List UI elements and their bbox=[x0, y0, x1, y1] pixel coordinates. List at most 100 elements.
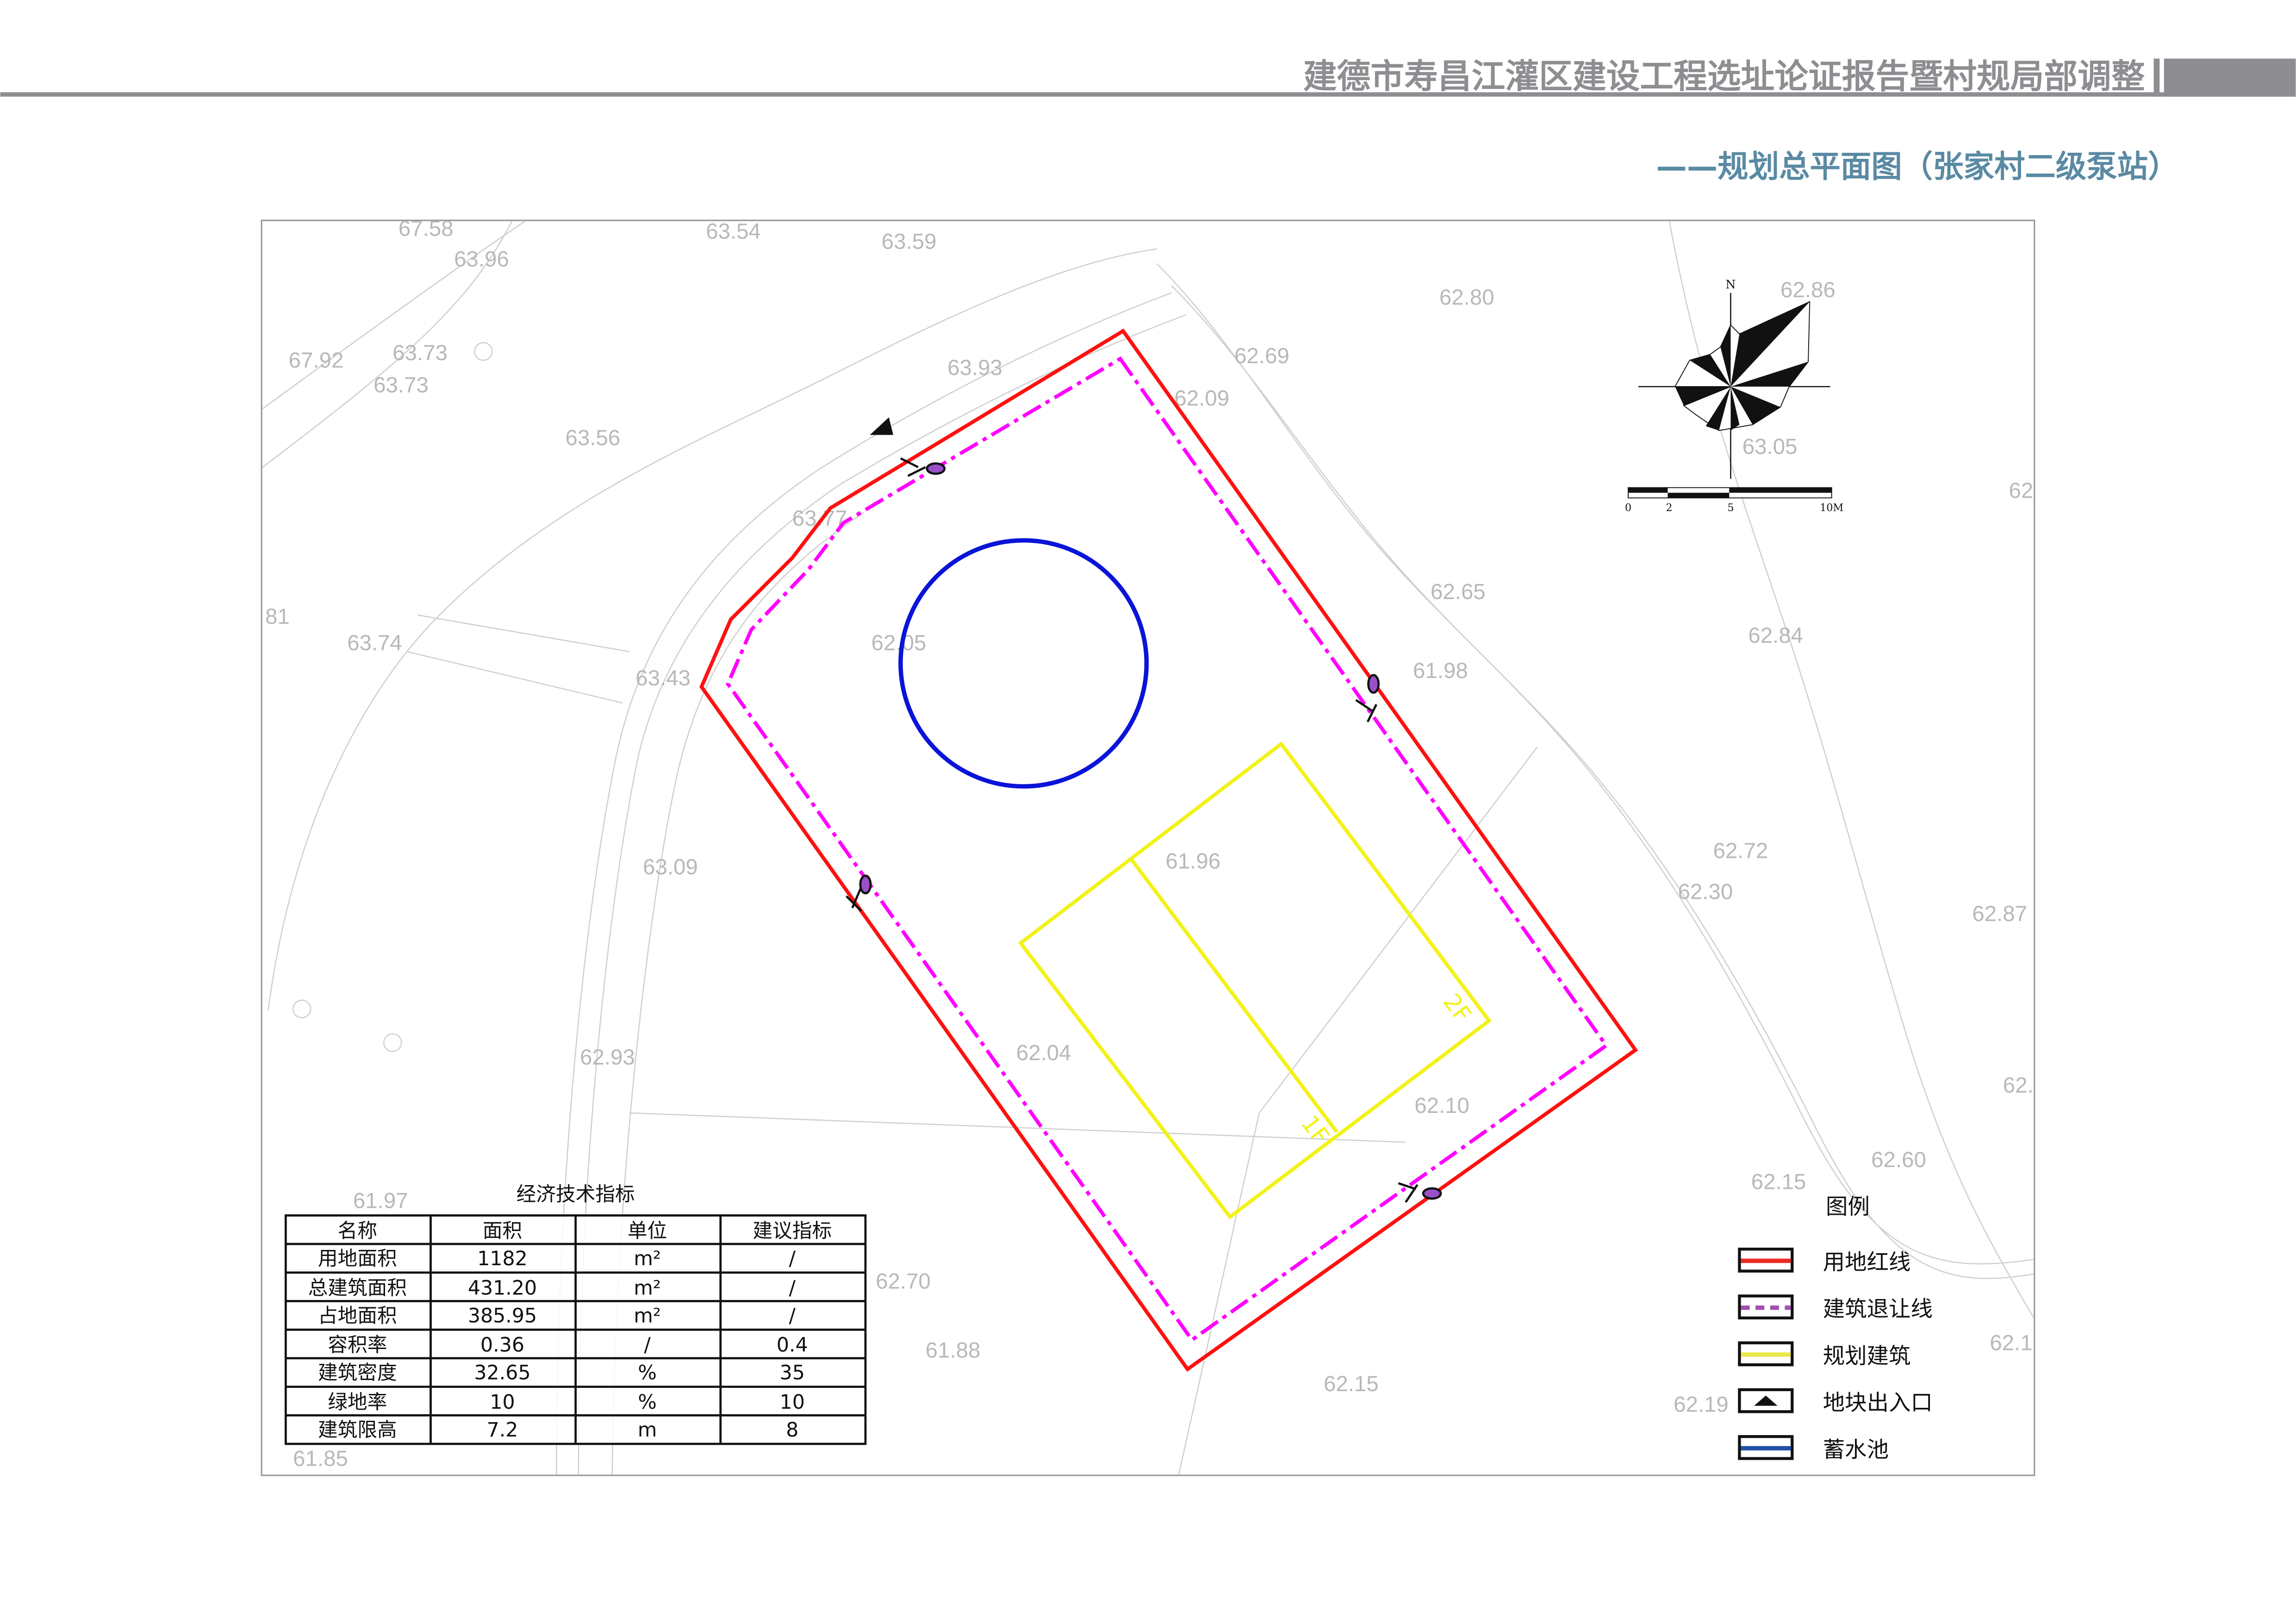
elevation-label: 62.04 bbox=[1016, 1041, 1071, 1065]
elevation-label: 62.69 bbox=[1234, 344, 1289, 368]
elevation-label: 62.09 bbox=[1174, 386, 1229, 411]
table-row: 绿地率 10 % 10 bbox=[328, 1391, 805, 1414]
elevation-label: 62.05 bbox=[871, 631, 927, 655]
table-row: 用地面积 1182 m² / bbox=[318, 1247, 796, 1270]
table-cell: m² bbox=[634, 1276, 661, 1299]
table-header-row: 名称 面积 单位 建议指标 bbox=[338, 1219, 832, 1243]
elevation-label: 62.65 bbox=[1431, 580, 1486, 604]
scale-tick: 5 bbox=[1727, 502, 1734, 514]
table-cell: 32.65 bbox=[474, 1362, 530, 1385]
legend-item-planned-building: 规划建筑 bbox=[1738, 1341, 1911, 1369]
elevation-label: 61.97 bbox=[353, 1189, 408, 1213]
elevation-label: 63.54 bbox=[706, 219, 761, 244]
elevation-label: 81 bbox=[265, 605, 290, 629]
elevation-label: 63.43 bbox=[635, 666, 691, 690]
elevation-label: 62.1 bbox=[1990, 1330, 2032, 1355]
elevation-label: 63.74 bbox=[347, 631, 402, 655]
header-rule bbox=[0, 92, 2296, 97]
elevation-label: 62.84 bbox=[1748, 624, 1803, 648]
legend-label: 蓄水池 bbox=[1823, 1437, 1889, 1462]
elevation-label: 62.30 bbox=[1678, 880, 1733, 904]
table-header: 面积 bbox=[483, 1219, 522, 1243]
elevation-label: 62.15 bbox=[1751, 1170, 1806, 1194]
elevation-label: 62.19 bbox=[1674, 1392, 1729, 1417]
economic-indicators-table: 经济技术指标 名称 面积 单位 建议指标 用地面积 1182 m² / 总建筑面… bbox=[284, 1183, 867, 1445]
table-cell: m² bbox=[634, 1304, 661, 1327]
table-header: 单位 bbox=[628, 1219, 667, 1243]
elevation-label: 61.85 bbox=[293, 1446, 348, 1471]
table-cell: 8 bbox=[786, 1418, 798, 1442]
legend: 图例 用地红线 建筑退让线 规划建筑 地块出入口 蓄水池 bbox=[1738, 1194, 1933, 1462]
elevation-label: 62. bbox=[2003, 1073, 2034, 1098]
elevation-label: 62.86 bbox=[1780, 278, 1836, 302]
elevation-label: 63.56 bbox=[566, 426, 621, 450]
table-cell: / bbox=[789, 1276, 796, 1299]
legend-item-reservoir: 蓄水池 bbox=[1738, 1435, 1889, 1462]
table-cell: 建筑限高 bbox=[318, 1418, 397, 1442]
table-cell: % bbox=[638, 1391, 657, 1414]
legend-label: 规划建筑 bbox=[1823, 1343, 1911, 1369]
legend-label: 用地红线 bbox=[1823, 1250, 1911, 1275]
elevation-label: 67.58 bbox=[398, 216, 454, 241]
north-arrow-wind-rose: N bbox=[1638, 278, 1830, 479]
table-cell: 35 bbox=[780, 1362, 805, 1385]
reservoir-pool bbox=[898, 538, 1149, 789]
elevation-label: 62.93 bbox=[580, 1045, 635, 1070]
table-cell: % bbox=[638, 1362, 657, 1385]
scale-tick: 0 bbox=[1625, 502, 1631, 514]
black-triangle-icon bbox=[1754, 1395, 1778, 1406]
elevation-labels: 67.58 63.96 63.54 63.59 67.92 63.73 63.7… bbox=[265, 216, 2034, 1471]
table-cell: 总建筑面积 bbox=[308, 1276, 407, 1299]
table-row: 占地面积 385.95 m² / bbox=[318, 1304, 796, 1327]
table-header: 名称 bbox=[338, 1219, 377, 1243]
legend-title: 图例 bbox=[1826, 1194, 1870, 1219]
elevation-label: 67.92 bbox=[289, 348, 344, 373]
legend-item-setback-line: 建筑退让线 bbox=[1738, 1294, 1933, 1322]
table-cell: / bbox=[789, 1247, 796, 1270]
document-title: 建德市寿昌江灌区建设工程选址论证报告暨村规局部调整 bbox=[1303, 57, 2145, 96]
header: 建德市寿昌江灌区建设工程选址论证报告暨村规局部调整 ——规划总平面图（张家村二级… bbox=[0, 57, 2296, 185]
boundary-markers bbox=[846, 457, 1442, 1203]
table-cell: 容积率 bbox=[328, 1334, 387, 1357]
table-cell: m² bbox=[634, 1247, 661, 1270]
elevation-label: 62.87 bbox=[1972, 902, 2027, 926]
table-cell: 7.2 bbox=[487, 1418, 518, 1442]
elevation-label: 63.73 bbox=[392, 341, 448, 365]
table-cell: 绿地率 bbox=[328, 1391, 387, 1414]
elevation-label: 63.93 bbox=[947, 356, 1002, 380]
table-cell: 0.36 bbox=[480, 1334, 524, 1357]
header-gray-block-main bbox=[2164, 58, 2296, 97]
table-cell: 建筑密度 bbox=[318, 1362, 397, 1385]
table-cell: m bbox=[638, 1418, 657, 1442]
scale-tick: 2 bbox=[1666, 502, 1673, 514]
legend-item-site-entrance: 地块出入口 bbox=[1738, 1388, 1933, 1416]
elevation-label: 63.96 bbox=[454, 247, 509, 272]
table-cell: 385.95 bbox=[468, 1304, 537, 1327]
legend-item-site-red-line: 用地红线 bbox=[1738, 1248, 1911, 1275]
legend-label: 地块出入口 bbox=[1823, 1390, 1933, 1416]
site-entrance-triangle-icon bbox=[870, 417, 894, 435]
elevation-label: 62.60 bbox=[1871, 1148, 1926, 1172]
elevation-label: 62 bbox=[2009, 478, 2033, 503]
drawing-subtitle: ——规划总平面图（张家村二级泵站） bbox=[1656, 149, 2178, 185]
scale-bar: 0 2 5 10M bbox=[1625, 487, 1843, 514]
elevation-label: 63.59 bbox=[882, 230, 937, 254]
elevation-label: 63.09 bbox=[643, 855, 698, 879]
elevation-label: 63.73 bbox=[373, 373, 429, 398]
planned-building-outline bbox=[1018, 741, 1492, 1220]
table-row: 容积率 0.36 / 0.4 bbox=[328, 1334, 808, 1357]
planned-building-divider bbox=[1129, 857, 1338, 1133]
elevation-label: 62.80 bbox=[1439, 285, 1494, 310]
north-label: N bbox=[1725, 278, 1736, 291]
elevation-label: 63.05 bbox=[1742, 435, 1798, 459]
elevation-label: 63.77 bbox=[792, 506, 847, 531]
table-cell: 占地面积 bbox=[318, 1304, 397, 1327]
elevation-label: 62.70 bbox=[876, 1269, 931, 1294]
header-gray-block bbox=[2153, 58, 2160, 97]
scale-tick: 10M bbox=[1820, 502, 1843, 514]
elevation-label: 62.10 bbox=[1414, 1093, 1469, 1118]
table-row: 总建筑面积 431.20 m² / bbox=[308, 1276, 796, 1299]
table-cell: 10 bbox=[490, 1391, 515, 1414]
table-cell: / bbox=[789, 1304, 796, 1327]
